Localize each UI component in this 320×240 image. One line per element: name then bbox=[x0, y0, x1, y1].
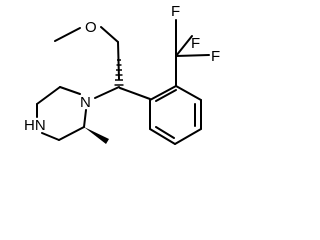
bond-cf3-to-f-upper-right bbox=[175, 35, 193, 57]
bond-aryl-inner-c1-c2 bbox=[155, 89, 177, 102]
atom-label-nh: HN bbox=[24, 117, 46, 134]
bond-chiral-c-to-n bbox=[94, 86, 120, 99]
bond-aryl-c1-c2 bbox=[149, 85, 177, 101]
bond-piperazine-c-bottom-to-c-methyl bbox=[58, 126, 85, 141]
bond-aryl-c2-c3 bbox=[175, 85, 202, 101]
bond-aryl-c4-c5 bbox=[174, 128, 202, 145]
bond-piperazine-c-methyl-to-n bbox=[83, 109, 87, 128]
bond-piperazine-nh-to-c-bottom bbox=[41, 132, 60, 141]
bond-methyl-to-o bbox=[54, 27, 81, 42]
atom-label-fluorine-upper-right: F bbox=[191, 35, 200, 52]
atom-label-fluorine-top: F bbox=[171, 3, 180, 20]
atom-label-nitrogen: N bbox=[80, 94, 91, 111]
bond-cf3-to-f-lower-right bbox=[175, 54, 210, 57]
bond-layer bbox=[36, 19, 210, 145]
bond-aryl-inner-c5-c6 bbox=[155, 126, 175, 139]
bond-chiral-c-to-aryl bbox=[119, 87, 151, 100]
bond-o-to-ch2 bbox=[100, 26, 119, 43]
atom-label-fluorine-lower-right: F bbox=[211, 48, 220, 65]
bond-piperazine-n-to-c-top bbox=[59, 86, 81, 95]
hashed-wedge-stereo-bond bbox=[114, 59, 124, 86]
atom-label-oxygen: O bbox=[85, 19, 97, 36]
bond-piperazine-c-top-to-c-left bbox=[36, 86, 61, 105]
bond-aryl-c5-c6 bbox=[149, 128, 176, 145]
chemical-structure-diagram: O N HN F F F bbox=[24, 3, 220, 145]
solid-wedge-stereo-bond bbox=[84, 127, 109, 144]
